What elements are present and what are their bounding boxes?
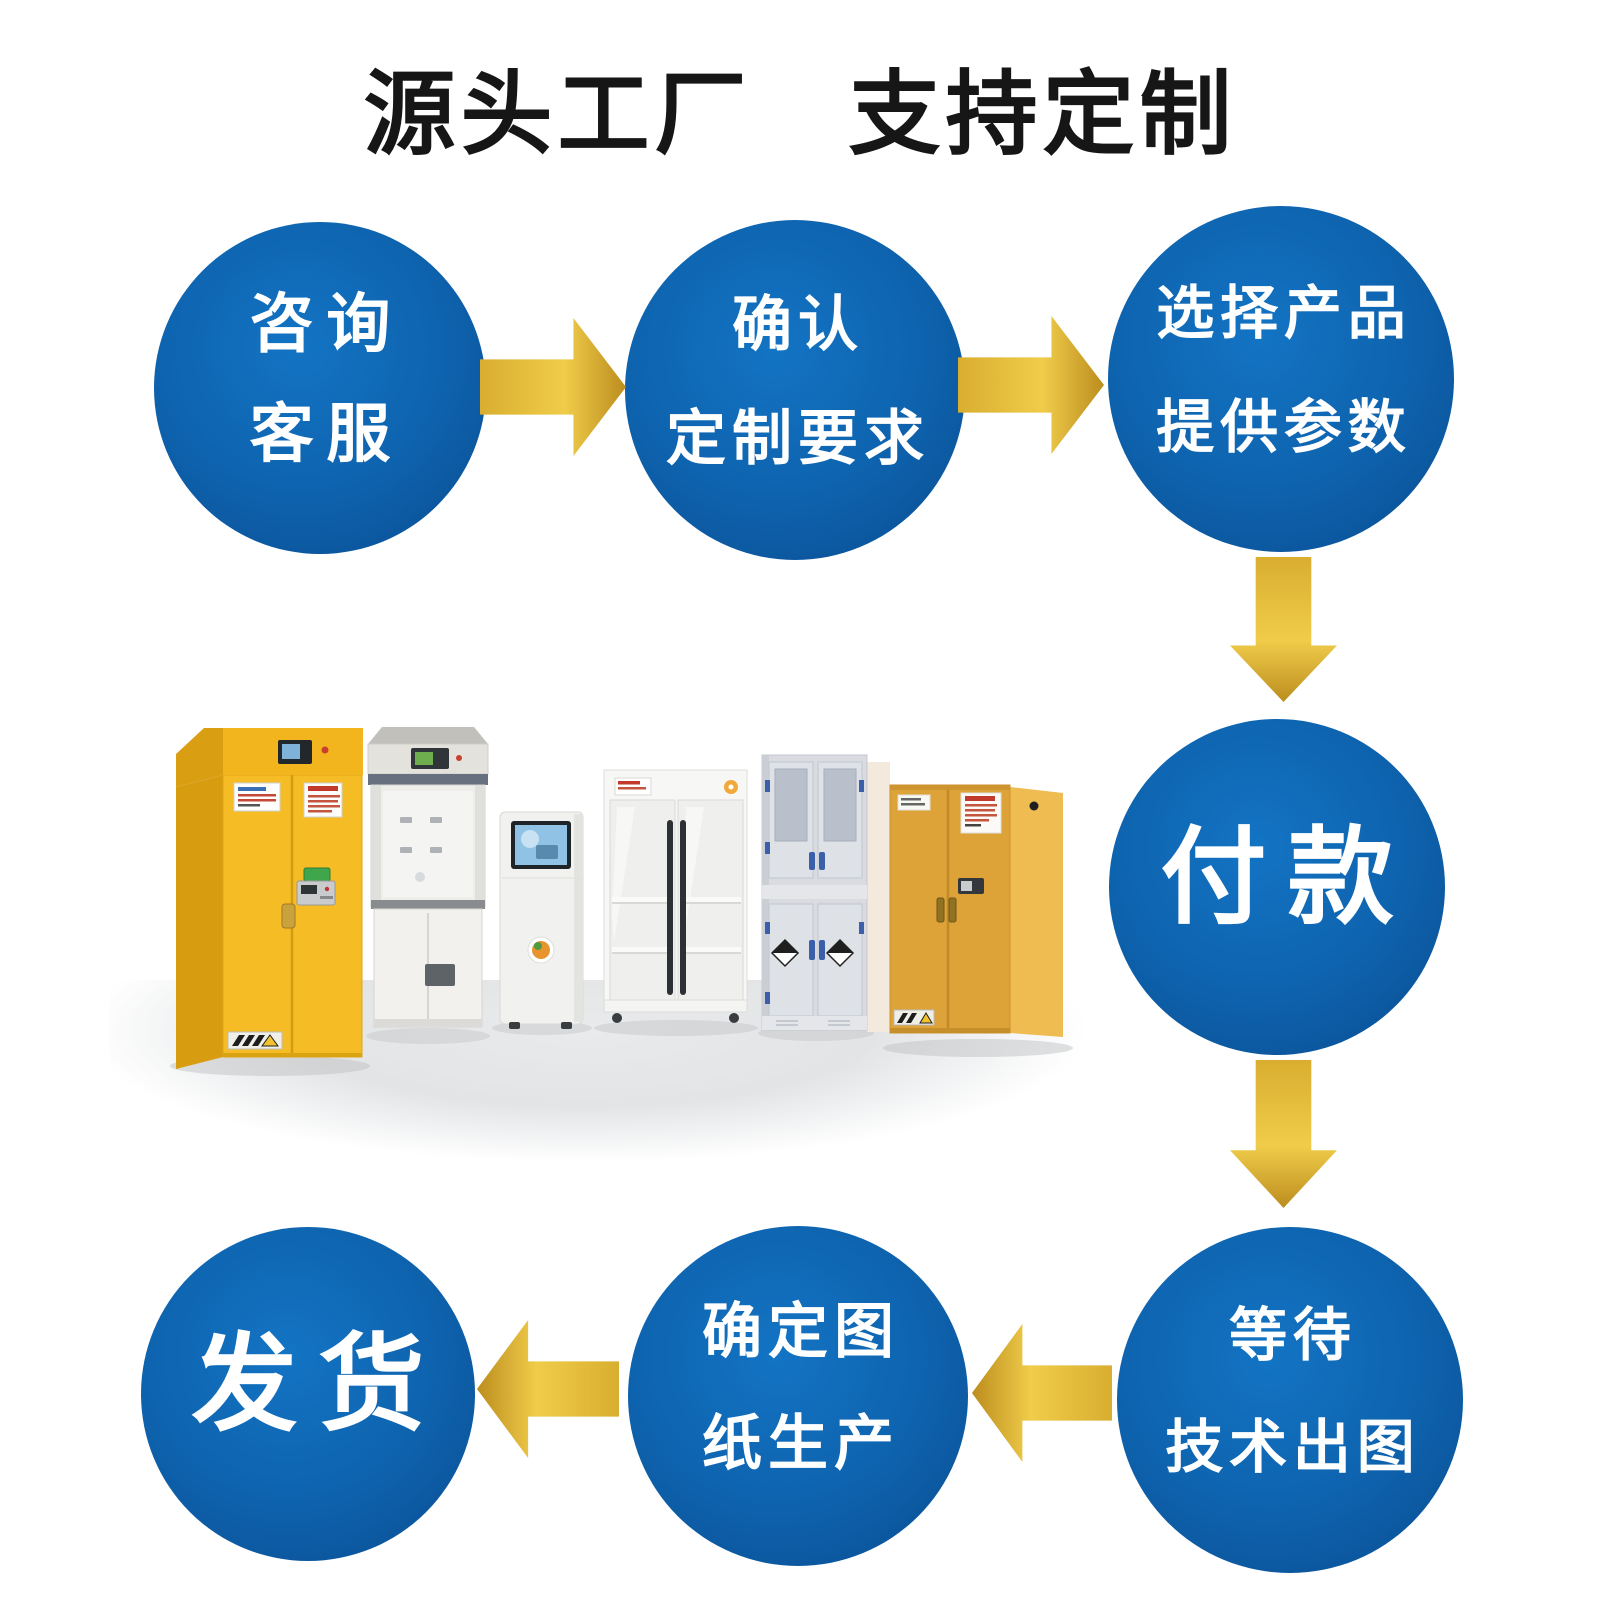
step-circle-7-ship: 发货 [141, 1227, 475, 1561]
step-circle-6-confirm-drawing-production: 确定图 纸生产 [628, 1226, 968, 1566]
arrow-right-icon [480, 318, 626, 456]
arrow-right-icon [958, 316, 1104, 454]
step-circle-2-confirm-requirements: 确认 定制要求 [625, 220, 965, 560]
arrow-down-icon [1230, 557, 1337, 702]
step-label-line: 选择产品 [1156, 281, 1412, 346]
white-ductless-fume-hood [367, 727, 489, 1028]
step-label-line: 纸生产 [702, 1411, 900, 1477]
step-label-line: 付款 [1160, 820, 1415, 937]
product-showcase-image [170, 727, 1073, 1076]
arrow-down-icon [1230, 1060, 1337, 1208]
step-label-line: 确定图 [702, 1299, 900, 1365]
mobile-monitor-cart [499, 811, 584, 1029]
step-circle-3-select-product: 选择产品 提供参数 [1108, 206, 1454, 552]
step-label-line: 确认 [732, 292, 864, 358]
arrow-left-icon [477, 1320, 619, 1458]
step-circle-1-consult: 咨询 客服 [154, 222, 486, 554]
arrow-left-icon [972, 1324, 1112, 1462]
step-label-line: 定制要求 [666, 406, 930, 472]
glass-door-reagent-cabinet [603, 769, 748, 1023]
step-label-line: 等待 [1229, 1303, 1357, 1368]
grey-pp-acid-cabinet [761, 754, 890, 1032]
page-title: 源头工厂 支持定制 [363, 64, 1237, 166]
step-label-line: 客服 [249, 399, 404, 470]
step-circle-4-payment: 付款 [1109, 719, 1445, 1055]
yellow-chemical-safety-cabinet [176, 728, 363, 1069]
step-label-line: 发货 [191, 1327, 446, 1444]
step-label-line: 提供参数 [1156, 395, 1412, 460]
amber-flammable-safety-cabinet [889, 784, 1063, 1037]
step-label-line: 技术出图 [1165, 1415, 1421, 1480]
step-label-line: 咨询 [249, 289, 404, 360]
step-circle-5-wait-drawings: 等待 技术出图 [1117, 1227, 1463, 1573]
